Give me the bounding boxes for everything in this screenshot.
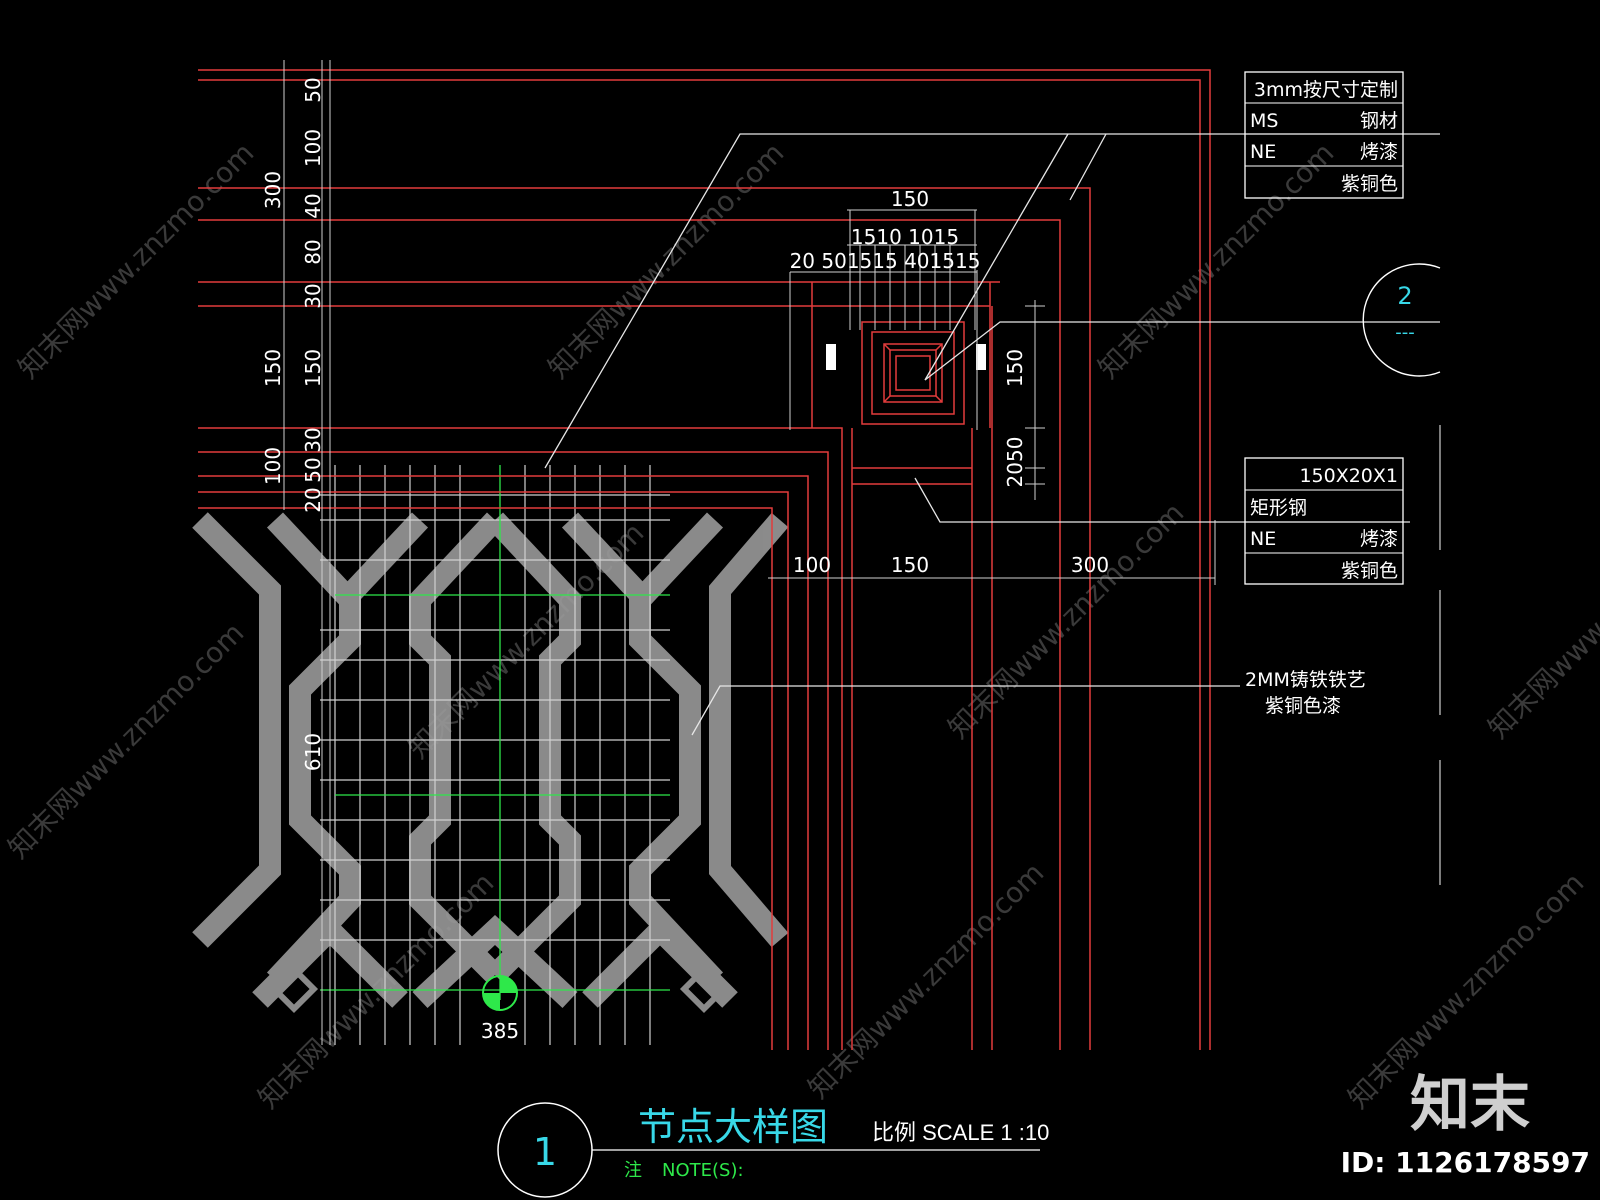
dim-text: 150	[1003, 349, 1027, 387]
dim-text: 30	[301, 427, 325, 452]
dim-text: 150	[891, 187, 929, 211]
top-dimensions: 150 1510 1015 20 501515 401515 150 2050 …	[481, 187, 1109, 1043]
dim-text: 100	[261, 447, 285, 485]
dim-text: 150	[891, 553, 929, 577]
frame-lines	[198, 69, 1211, 1050]
leader-lines	[544, 133, 1440, 736]
iron-panel	[192, 512, 789, 1014]
spec-table-2: 150X20X1 矩形钢 NE 烤漆 紫铜色	[1244, 457, 1404, 585]
dim-text: 100	[793, 553, 831, 577]
dim-text: 385	[481, 1019, 519, 1043]
table-title: 3mm按尺寸定制	[1254, 79, 1398, 101]
watermark-text: 知末网www.znzmo.com	[2, 616, 251, 865]
title-block: 1 节点大样图 比例 SCALE 1 :10 注 NOTE(S):	[497, 1102, 1049, 1198]
clip-left	[826, 344, 836, 370]
watermark-text: 知末网www.znzmo.com	[12, 136, 261, 385]
table-cell: MS	[1250, 110, 1278, 132]
detail-ref-bubble: 2 ---	[1362, 263, 1441, 377]
title-number: 1	[533, 1130, 557, 1174]
dim-text: 80	[301, 239, 325, 264]
dim-text: 2050	[1003, 437, 1027, 488]
dim-text: 20	[301, 487, 325, 512]
table-cell: 烤漆	[1360, 528, 1398, 550]
table-cell: 紫铜色	[1341, 560, 1398, 582]
watermark-text: 知末网www.znzmo.com	[1482, 496, 1600, 745]
note-text: NOTE(S):	[662, 1160, 744, 1181]
watermark-text: 知末网www.znzmo.com	[802, 856, 1051, 1105]
brand-logo: 知末	[1410, 1070, 1530, 1140]
note-label: 注	[624, 1160, 642, 1181]
center-marker	[482, 975, 518, 1011]
note-line: 紫铜色漆	[1265, 695, 1341, 717]
spec-table-1: 3mm按尺寸定制 MS 钢材 NE 烤漆 紫铜色	[1244, 71, 1404, 199]
dim-text: 150	[301, 349, 325, 387]
table-cell: NE	[1250, 528, 1276, 550]
dimension-lines	[283, 60, 1216, 1045]
table-title: 150X20X1	[1299, 465, 1398, 487]
dim-text: 100	[301, 129, 325, 167]
iron-note: 2MM铸铁铁艺 紫铜色漆	[1245, 669, 1366, 717]
dim-text: 1510 1015	[851, 225, 959, 249]
dim-text: 300	[1071, 553, 1109, 577]
detail-ref-sub: ---	[1395, 322, 1415, 343]
table-cell: 紫铜色	[1341, 173, 1398, 195]
dim-text: 50	[301, 77, 325, 102]
dim-text: 20 501515 401515	[790, 249, 981, 273]
table-cell: 烤漆	[1360, 141, 1398, 163]
dim-text: 610	[301, 733, 325, 771]
table-cell: 矩形钢	[1250, 497, 1307, 519]
drawing-scale: 比例 SCALE 1 :10	[872, 1120, 1049, 1145]
watermark-text: 知末网www.znzmo.com	[1092, 136, 1341, 385]
left-dimensions: 50 100 40 80 30 150 30 50 20 300 150 100…	[261, 77, 325, 771]
dim-text: 40	[301, 193, 325, 218]
dim-text: 30	[301, 283, 325, 308]
watermark-pattern: 知末网www.znzmo.com 知末网www.znzmo.com 知末网www…	[2, 136, 1600, 1115]
image-id: ID: 1126178597	[1341, 1146, 1590, 1179]
note-line: 2MM铸铁铁艺	[1245, 669, 1366, 691]
dim-text: 150	[261, 349, 285, 387]
brand-watermark: 知末 ID: 1126178597	[1341, 1070, 1590, 1179]
watermark-text: 知末网www.znzmo.com	[942, 496, 1191, 745]
dim-text: 300	[261, 171, 285, 209]
clip-right	[976, 344, 986, 370]
green-axis	[320, 465, 670, 1000]
drawing-title: 节点大样图	[638, 1105, 828, 1149]
panel-grid	[320, 465, 670, 1045]
dim-text: 50	[301, 457, 325, 482]
table-cell: 钢材	[1360, 110, 1398, 132]
table-cell: NE	[1250, 141, 1276, 163]
detail-ref-number: 2	[1397, 282, 1412, 310]
